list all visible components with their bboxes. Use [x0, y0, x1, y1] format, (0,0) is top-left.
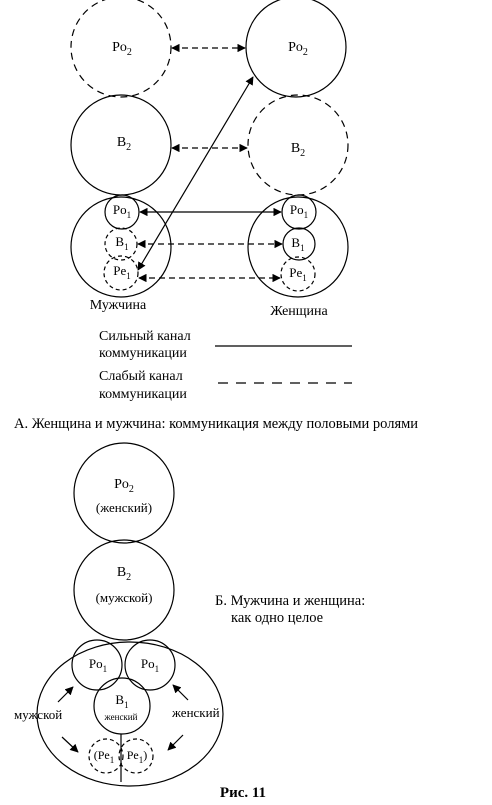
part-b [36, 442, 224, 787]
b-pe1-left-circle [88, 738, 124, 774]
b-right-arrow-up [172, 684, 189, 701]
part-b-labels: Po2 (женский) B2 (мужской) Po1 Po1 B1 же… [14, 477, 365, 765]
b-b2-circle [73, 539, 175, 641]
b-po1-right-label: Po1 [141, 656, 159, 674]
man-po1-label: Po1 [113, 202, 131, 220]
b-left-label: мужской [14, 707, 62, 722]
woman-pe1-label: Pe1 [289, 265, 307, 283]
man-po2-label: Po2 [112, 40, 132, 58]
b-po2-label: Po2 [114, 477, 134, 495]
b-po1-left-label: Po1 [89, 656, 107, 674]
man-pe1-label: Pe1 [113, 263, 131, 281]
woman-label: Женщина [270, 304, 328, 319]
woman-b1-circle [282, 227, 316, 261]
man-label: Мужчина [90, 298, 147, 313]
part-a [70, 0, 352, 384]
legend-weak-line2: коммуникации [99, 387, 187, 402]
b-right-label: женский [171, 705, 220, 720]
woman-po1-label: Po1 [290, 202, 308, 220]
man-b1-label: B1 [115, 234, 128, 252]
b-po1-right-circle [124, 639, 176, 691]
part-a-labels: Po2 B2 Po1 B1 Pe1 Po2 B2 Po1 B1 Pe1 Мужч… [14, 40, 418, 432]
diagonal-strong-link [137, 76, 254, 271]
figure-label: Рис. 11 [220, 785, 266, 801]
b-b2-label: B2 [117, 565, 131, 583]
b-left-arrow-down [61, 736, 79, 753]
b-po2-qualifier: (женский) [96, 500, 152, 515]
woman-po2-circle [245, 0, 347, 98]
woman-pe1-circle [280, 256, 316, 292]
woman-po1-circle [281, 194, 317, 230]
b-b2-qualifier: (мужской) [96, 590, 153, 605]
woman-b1-label: B1 [291, 235, 304, 253]
b-b1-circle [93, 677, 151, 735]
b-caption-line1: Б. Мужчина и женщина: [215, 593, 365, 609]
b-caption-line2: как одно целое [231, 610, 323, 626]
b-lower-ellipse [36, 641, 224, 787]
b-right-arrow-down [167, 734, 184, 751]
part-a-caption: А. Женщина и мужчина: коммуникация между… [14, 416, 418, 432]
b-b1-label: B1 [115, 692, 128, 710]
b-pe1-right-label: Pe1) [127, 748, 148, 765]
b-po1-left-circle [71, 639, 123, 691]
man-b2-label: B2 [117, 135, 131, 153]
b-po2-circle [73, 442, 175, 544]
legend-strong-line2: коммуникации [99, 346, 187, 361]
woman-po2-label: Po2 [288, 40, 308, 58]
woman-b2-label: B2 [291, 141, 305, 159]
b-b1-qualifier: женский [104, 712, 138, 722]
man-pe1-circle [103, 255, 139, 291]
legend-strong-line1: Сильный канал [99, 329, 191, 344]
b-pe1-right-circle [118, 738, 154, 774]
legend-weak-line1: Слабый канал [99, 369, 183, 384]
man-po2-circle [70, 0, 172, 98]
man-b1-circle [104, 227, 138, 261]
b-pe1-left-label: (Pe1 [94, 748, 115, 765]
b-left-arrow-up [57, 686, 74, 703]
